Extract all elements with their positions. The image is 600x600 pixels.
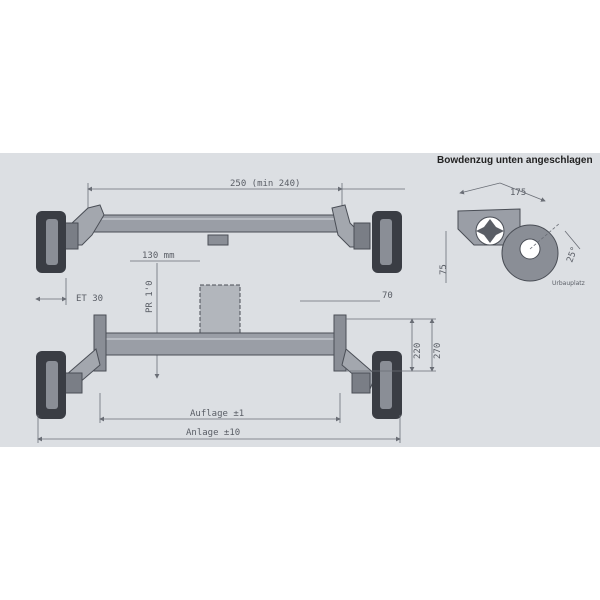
brake-detail-view: 175 75 25° Urbauplatz <box>439 182 585 287</box>
dim-detail-25: 25° <box>565 245 580 264</box>
top-axle-view: 250 (min 240) <box>36 179 405 273</box>
dim-detail-175: 175 <box>510 188 526 198</box>
dim-220: 220 <box>413 343 423 359</box>
dim-70: 70 <box>382 291 393 301</box>
detail-note: Urbauplatz <box>552 280 585 287</box>
dim-detail-75: 75 <box>439 264 449 275</box>
axle-technical-drawing: Bowdenzug unten angeschlagen 250 (min 24… <box>35 155 593 443</box>
bottom-axle-view <box>36 284 402 419</box>
dim-et: ET 30 <box>76 294 103 304</box>
mount-plate-right <box>333 314 347 372</box>
dim-pr: PR 1'0 <box>145 280 155 313</box>
dim-auflage: Auflage ±1 <box>190 409 244 419</box>
diagram-title: Bowdenzug unten angeschlagen <box>437 155 593 166</box>
dim-270: 270 <box>433 343 443 359</box>
axle-tube-top <box>89 214 341 233</box>
axle-tube-bottom <box>95 332 347 356</box>
dim-anlage: Anlage ±10 <box>186 428 240 438</box>
dim-top-span: 250 (min 240) <box>230 179 300 189</box>
dim-130: 130 mm <box>142 251 175 261</box>
drawing-panel: Bowdenzug unten angeschlagen 250 (min 24… <box>0 153 600 447</box>
